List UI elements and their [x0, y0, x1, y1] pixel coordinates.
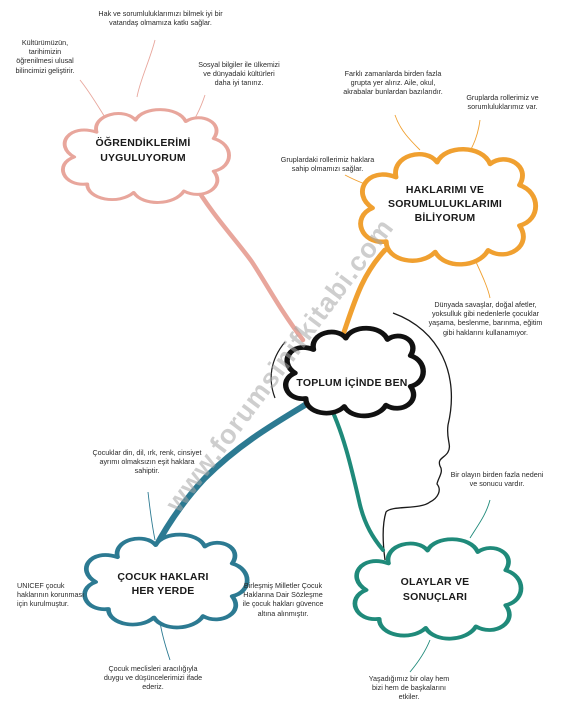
- title-line: ÖĞRENDİKLERİMİ: [95, 137, 191, 149]
- title-line: SORUMLULUKLARIMI: [387, 197, 503, 210]
- title-line: HER YERDE: [131, 585, 195, 598]
- cloud-center: [283, 325, 426, 419]
- cloud-title-cocuk: ÇOCUK HAKLARI HER YERDE: [98, 570, 228, 598]
- note-birlesmis-milletler: Birleşmiş Milletler Çocuk Haklarına Dair…: [242, 581, 324, 618]
- note-cocuk-meclisleri: Çocuk meclisleri aracılığıyla duygu ve d…: [103, 664, 203, 692]
- title-line: HAKLARIMI VE: [405, 184, 485, 196]
- cloud-title-olaylar: OLAYLAR VE SONUÇLARI: [380, 575, 490, 605]
- connector-ogrendiklerimi: [190, 179, 306, 343]
- note-line-4: [394, 114, 421, 151]
- connector-cocuk: [152, 402, 308, 551]
- note-esit-haklar: Çocuklar din, dil, ırk, renk, cinsiyet a…: [92, 448, 202, 476]
- cloud-olaylar: [352, 537, 524, 641]
- note-line-13: [409, 639, 431, 673]
- cloud-haklarimi: [358, 147, 538, 267]
- note-gruplar: Farklı zamanlarda birden fazla grupta ye…: [343, 69, 443, 97]
- title-line: SONUÇLARI: [402, 591, 468, 604]
- note-sosyal-bilgiler: Sosyal bilgiler ile ülkemizi ve dünyadak…: [198, 60, 280, 88]
- note-savaslar: Dünyada savaşlar, doğal afetler, yoksull…: [428, 300, 543, 337]
- note-ulusal-bilinc: Kültürümüzün, tarihimizin öğrenilmesi ul…: [15, 38, 75, 75]
- cloud-title-ogrendiklerimi: ÖĞRENDİKLERİMİ UYGULUYORUM: [78, 136, 208, 166]
- note-neden-sonuc: Bir olayın birden fazla nedeni ve sonucu…: [450, 470, 544, 489]
- cloud-cocuk: [82, 532, 250, 630]
- note-vatandas: Hak ve sorumluluklarımızı bilmek iyi bir…: [98, 9, 223, 28]
- title-line: OLAYLAR VE: [400, 576, 470, 588]
- connector-haklarimi: [340, 247, 388, 338]
- title-line: ÇOCUK HAKLARI: [117, 571, 209, 583]
- note-line-8: [147, 491, 156, 541]
- cloud-ogrendiklerimi: [61, 108, 231, 204]
- connector-olaylar: [325, 398, 385, 552]
- title-line: UYGULUYORUM: [100, 152, 186, 165]
- note-line-7: [475, 261, 491, 299]
- title-line: BİLİYORUM: [414, 211, 476, 224]
- cloud-title-haklarimi: HAKLARIMI VE SORUMLULUKLARIMI BİLİYORUM: [375, 184, 515, 226]
- title-line: TOPLUM İÇİNDE BEN: [296, 377, 408, 389]
- head-silhouette-back: [270, 341, 286, 399]
- note-line-1: [136, 39, 156, 98]
- note-unicef: UNICEF çocuk haklarının korunması için k…: [17, 581, 85, 609]
- note-roller: Gruplarda rollerimiz ve sorumluluklarımı…: [466, 93, 539, 112]
- head-silhouette: [382, 312, 452, 561]
- note-roller-haklar: Gruplardaki rollerimiz haklara sahip olm…: [280, 155, 375, 174]
- note-yasadigimiz-olay: Yaşadığımız bir olay hem bizi hem de baş…: [368, 674, 450, 702]
- center-title: TOPLUM İÇİNDE BEN: [292, 377, 412, 389]
- note-line-12: [469, 499, 491, 539]
